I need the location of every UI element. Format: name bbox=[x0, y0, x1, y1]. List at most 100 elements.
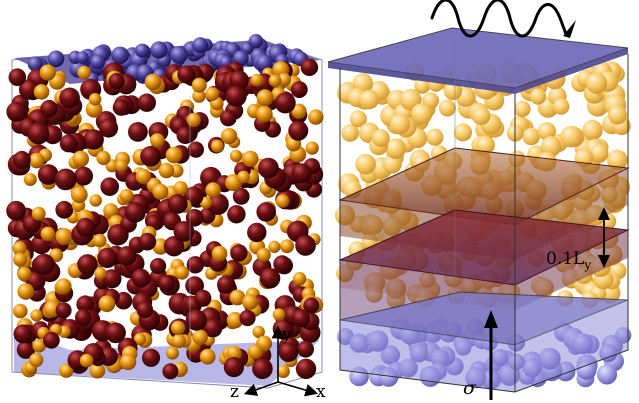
dark-sphere bbox=[292, 309, 311, 328]
dark-sphere bbox=[127, 121, 148, 142]
top-sphere bbox=[47, 50, 65, 68]
top-sphere bbox=[150, 41, 168, 59]
orange-sphere bbox=[229, 289, 246, 306]
orange-sphere bbox=[229, 149, 243, 163]
dark-sphere bbox=[54, 168, 77, 191]
dark-sphere bbox=[259, 267, 281, 289]
pale-sphere bbox=[582, 120, 603, 141]
orange-sphere bbox=[115, 159, 128, 172]
pale-sphere bbox=[355, 153, 376, 175]
dark-sphere bbox=[186, 256, 204, 274]
orange-sphere bbox=[277, 72, 291, 87]
orange-sphere bbox=[12, 303, 28, 319]
dark-sphere bbox=[76, 295, 94, 314]
pale-sphere bbox=[411, 103, 433, 125]
stress-label: σ bbox=[463, 377, 477, 399]
dark-sphere bbox=[40, 99, 58, 118]
dark-sphere bbox=[102, 269, 122, 289]
orange-sphere bbox=[256, 247, 271, 262]
orange-sphere bbox=[32, 338, 46, 353]
orange-sphere bbox=[275, 194, 290, 208]
orange-sphere bbox=[70, 186, 88, 204]
orange-sphere bbox=[191, 77, 207, 93]
orange-sphere bbox=[119, 189, 134, 203]
dark-sphere bbox=[225, 85, 247, 107]
orange-sphere bbox=[72, 150, 89, 168]
orange-sphere bbox=[211, 139, 224, 153]
orange-sphere bbox=[268, 240, 281, 253]
z-axis-label: z bbox=[230, 382, 239, 402]
dark-sphere bbox=[105, 322, 126, 344]
orange-sphere bbox=[192, 89, 206, 103]
orange-sphere bbox=[17, 283, 34, 300]
orange-sphere bbox=[305, 141, 319, 155]
bottom-base bbox=[340, 320, 515, 392]
dark-sphere bbox=[140, 146, 161, 167]
pale-sphere bbox=[606, 149, 628, 171]
dark-sphere bbox=[227, 205, 246, 224]
orange-sphere bbox=[280, 239, 294, 254]
top-sphere bbox=[192, 37, 209, 54]
dark-sphere bbox=[217, 275, 236, 294]
orange-sphere bbox=[13, 252, 28, 267]
orange-sphere bbox=[211, 245, 228, 262]
right-packing-box bbox=[327, 27, 632, 393]
pale-sphere bbox=[560, 125, 583, 148]
dark-sphere bbox=[230, 244, 248, 262]
pale-sphere bbox=[522, 127, 541, 146]
dark-sphere bbox=[290, 81, 308, 98]
orange-sphere bbox=[12, 241, 27, 256]
top-sphere bbox=[256, 54, 273, 72]
orange-sphere bbox=[171, 333, 186, 349]
dark-sphere bbox=[117, 246, 137, 266]
dark-sphere bbox=[13, 150, 31, 169]
dark-sphere bbox=[288, 120, 309, 141]
dark-sphere bbox=[33, 253, 55, 275]
orange-sphere bbox=[226, 345, 242, 362]
orange-sphere bbox=[173, 181, 188, 196]
dark-sphere bbox=[274, 92, 296, 114]
orange-sphere bbox=[292, 272, 307, 286]
dark-sphere bbox=[185, 309, 207, 331]
pale-sphere bbox=[438, 99, 456, 117]
dark-sphere bbox=[256, 202, 277, 222]
dark-sphere bbox=[131, 268, 151, 288]
pale-sphere bbox=[540, 136, 562, 157]
orange-sphere bbox=[89, 362, 106, 379]
pale-sphere bbox=[426, 128, 444, 146]
thickness-indicator: 0.1Ly bbox=[546, 207, 610, 272]
dark-sphere bbox=[100, 177, 119, 196]
orange-sphere bbox=[186, 112, 201, 128]
orange-sphere bbox=[79, 353, 94, 368]
orange-sphere bbox=[276, 364, 290, 379]
pale-sphere bbox=[514, 100, 531, 118]
orange-sphere bbox=[192, 329, 208, 345]
orange-sphere bbox=[89, 194, 102, 207]
dark-sphere bbox=[258, 157, 279, 179]
pale-sphere bbox=[443, 81, 463, 101]
dark-sphere bbox=[6, 200, 26, 221]
dark-sphere bbox=[99, 118, 119, 138]
dark-sphere bbox=[138, 232, 157, 251]
pale-sphere bbox=[359, 89, 379, 110]
dark-sphere bbox=[162, 363, 179, 380]
dark-sphere bbox=[247, 222, 267, 243]
dark-sphere bbox=[55, 302, 72, 319]
orange-sphere bbox=[272, 308, 286, 321]
dark-sphere bbox=[55, 200, 74, 219]
lower-band-side-right bbox=[515, 230, 628, 310]
dark-sphere bbox=[229, 70, 249, 91]
orange-sphere bbox=[96, 150, 111, 166]
dark-sphere bbox=[59, 134, 78, 153]
orange-sphere bbox=[175, 265, 189, 280]
orange-sphere bbox=[17, 266, 32, 282]
top-plate-rim-right bbox=[515, 48, 628, 94]
dark-sphere bbox=[291, 163, 312, 184]
dark-sphere bbox=[37, 164, 59, 185]
dark-sphere bbox=[167, 194, 188, 214]
orange-sphere bbox=[29, 352, 44, 368]
orange-sphere bbox=[308, 109, 324, 125]
orange-sphere bbox=[31, 206, 46, 221]
dark-sphere bbox=[141, 348, 161, 367]
